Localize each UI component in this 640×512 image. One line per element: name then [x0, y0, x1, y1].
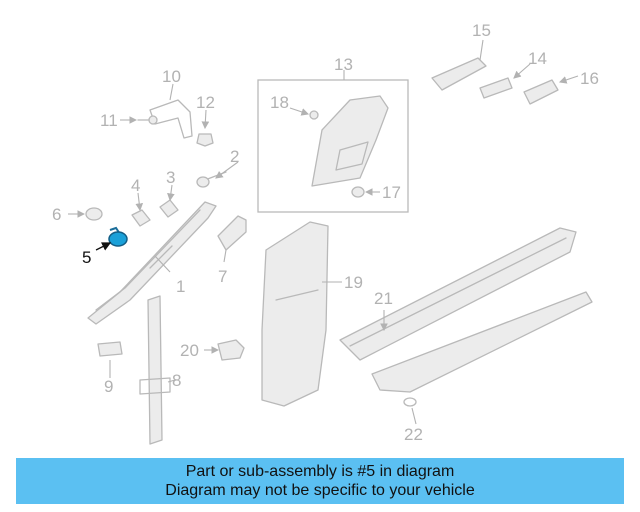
callout-6: 6	[52, 205, 61, 224]
callout-8: 8	[172, 371, 181, 390]
part-12-nut	[196, 133, 214, 147]
callout-20: 20	[180, 341, 199, 360]
part-13-inset	[257, 79, 409, 213]
callout-3: 3	[166, 168, 175, 187]
callout-10: 10	[162, 67, 181, 86]
callout-9: 9	[104, 377, 113, 396]
banner-line-disclaimer: Diagram may not be specific to your vehi…	[165, 482, 475, 499]
callout-19: 19	[344, 273, 363, 292]
part-6-grommet	[85, 207, 103, 221]
part-9-clip	[97, 341, 123, 357]
info-banner: Part or sub-assembly is #5 in diagram Di…	[16, 458, 624, 504]
part-16-bracket	[523, 79, 559, 105]
parts-diagram: 1 2 3 4 5 6 7 8 9 10 11 12 13 14 15 16 1…	[52, 21, 599, 445]
callout-17: 17	[382, 183, 401, 202]
callout-12: 12	[196, 93, 215, 112]
part-20-clip	[217, 339, 245, 361]
callout-18: 18	[270, 93, 289, 112]
part-1-a-pillar-trim	[87, 201, 217, 325]
callout-16: 16	[580, 69, 599, 88]
callout-4: 4	[131, 176, 140, 195]
banner-line-part: Part or sub-assembly is #5 in diagram	[185, 463, 455, 480]
callout-15: 15	[472, 21, 491, 40]
callout-22: 22	[404, 425, 423, 444]
callout-2: 2	[230, 147, 239, 166]
callout-1: 1	[176, 277, 185, 296]
callout-11: 11	[100, 111, 118, 130]
part-19-b-pillar-trim	[261, 221, 329, 407]
part-10-bracket	[149, 99, 193, 139]
part-22-sill-reinforcement	[371, 291, 593, 407]
part-18-screw	[309, 110, 319, 120]
leader-lines	[68, 39, 579, 425]
part-4-clip	[131, 209, 151, 227]
part-3-clip	[159, 199, 179, 218]
part-5-highlighted-clip	[108, 226, 128, 247]
part-11-bolt	[137, 115, 158, 125]
callout-5: 5	[82, 248, 91, 267]
part-17-clip	[351, 186, 365, 198]
part-7-bracket	[217, 215, 247, 251]
callout-21: 21	[374, 289, 393, 308]
callout-14: 14	[528, 49, 547, 68]
callout-7: 7	[218, 267, 227, 286]
callout-labels: 1 2 3 4 5 6 7 8 9 10 11 12 13 14 15 16 1…	[52, 21, 599, 444]
part-15-bracket	[431, 57, 487, 91]
part-14-bracket	[479, 77, 513, 99]
part-8-lower-trim	[139, 295, 171, 445]
callout-13: 13	[334, 55, 353, 74]
